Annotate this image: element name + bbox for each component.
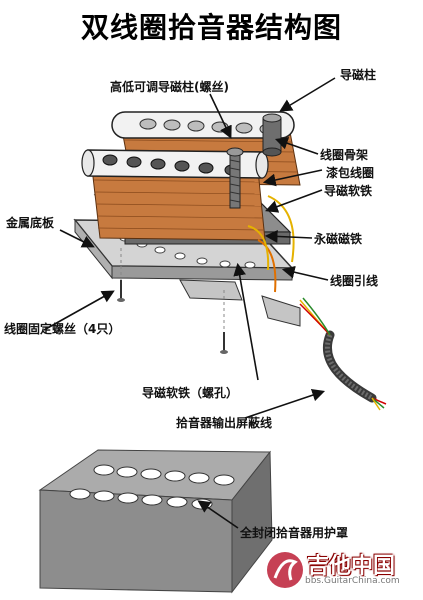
lead-arcs: [247, 195, 295, 293]
watermark-logo-icon: [267, 552, 303, 588]
label-soft-iron-top: 导磁软铁: [324, 184, 373, 198]
mounting-screws: [117, 248, 228, 354]
label-cover: 全封闭拾音器用护罩: [240, 526, 349, 540]
label-coil-screws: 线圈固定螺丝（4只）: [4, 322, 121, 336]
label-bobbin: 线圈骨架: [320, 148, 369, 162]
label-soft-iron-hole: 导磁软铁（螺孔）: [142, 386, 239, 400]
diagram-title: 双线圈拾音器结构图: [80, 11, 342, 44]
label-adjustable-pole: 高低可调导磁柱(螺丝): [110, 80, 229, 94]
watermark-url: bbs.GuitarChina.com: [305, 576, 400, 586]
label-enamel-coil: 漆包线圈: [326, 166, 375, 180]
leader-lines: [43, 77, 336, 529]
watermark-site-name: 吉他中国: [307, 554, 396, 579]
pole-piece: [262, 113, 282, 157]
pickup-cover: [38, 449, 273, 594]
label-magnet: 永磁磁铁: [314, 232, 363, 246]
adjustable-screw: [226, 147, 244, 209]
label-baseplate: 金属底板: [6, 216, 55, 230]
label-pole-piece: 导磁柱: [340, 68, 377, 82]
label-coil-leads: 线圈引线: [330, 274, 379, 288]
label-shielded-cable: 拾音器输出屏蔽线: [176, 416, 273, 430]
shielded-cable: [299, 297, 387, 411]
watermark: 吉他中国 bbs.GuitarChina.com: [265, 548, 415, 592]
